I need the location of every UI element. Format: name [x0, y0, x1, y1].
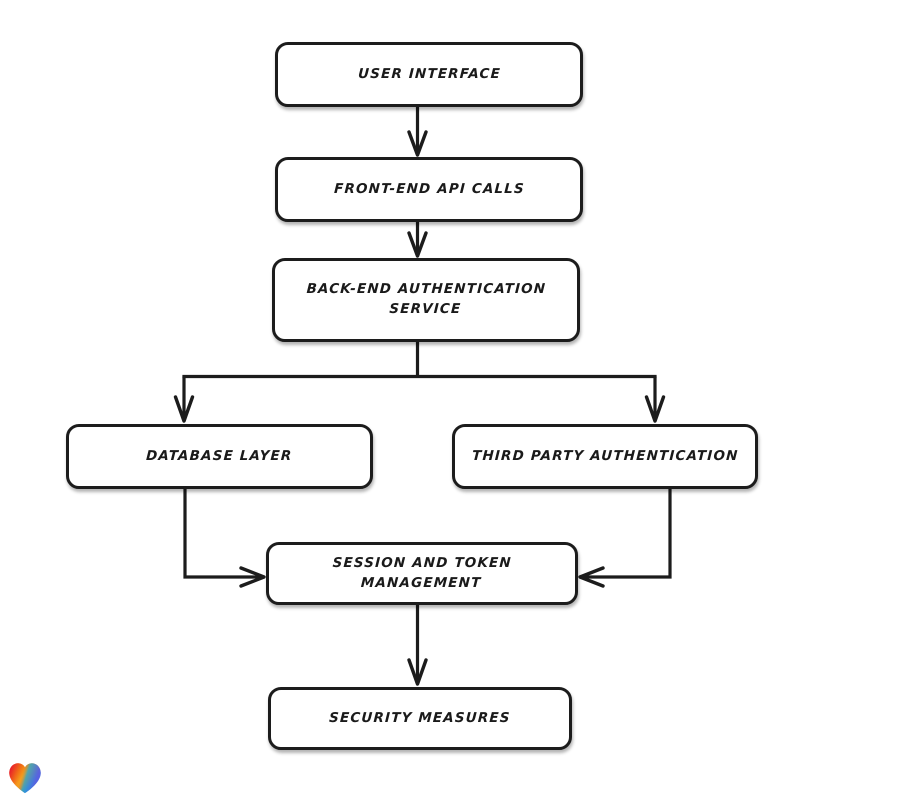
edge-backend-auth-to-third-party-auth — [644, 376, 666, 423]
node-label: Front-End API Calls — [333, 180, 525, 197]
heart-icon — [9, 763, 41, 794]
node-session-and-token-management[interactable]: Session and Token Management — [266, 542, 578, 605]
edge-backend-auth-to-database-layer — [173, 376, 195, 423]
node-backend-authentication-service[interactable]: Back-End Authentication Service — [272, 258, 580, 342]
node-label: User Interface — [357, 65, 501, 82]
node-label: Back-End Authentication Service — [306, 281, 547, 317]
edge-session-token-to-security-measures — [407, 605, 428, 686]
node-label: Security Measures — [328, 709, 512, 726]
node-frontend-api-calls[interactable]: Front-End API Calls — [275, 157, 583, 222]
edge-user-interface-to-frontend-api-calls — [407, 107, 428, 157]
node-label: Session and Token Management — [332, 554, 513, 591]
node-security-measures[interactable]: Security Measures — [268, 687, 572, 750]
node-user-interface[interactable]: User Interface — [275, 42, 583, 107]
edge-third-party-auth-to-session-token — [578, 487, 672, 588]
edge-database-layer-to-session-token — [183, 487, 266, 588]
node-third-party-authentication[interactable]: Third Party Authentication — [452, 424, 758, 489]
edge-backend-auth-split-bus — [182, 342, 657, 379]
edge-frontend-api-calls-to-backend-auth — [407, 222, 428, 258]
node-database-layer[interactable]: Database Layer — [66, 424, 373, 489]
node-label: Database Layer — [145, 447, 294, 464]
node-label: Third Party Authentication — [471, 447, 739, 464]
